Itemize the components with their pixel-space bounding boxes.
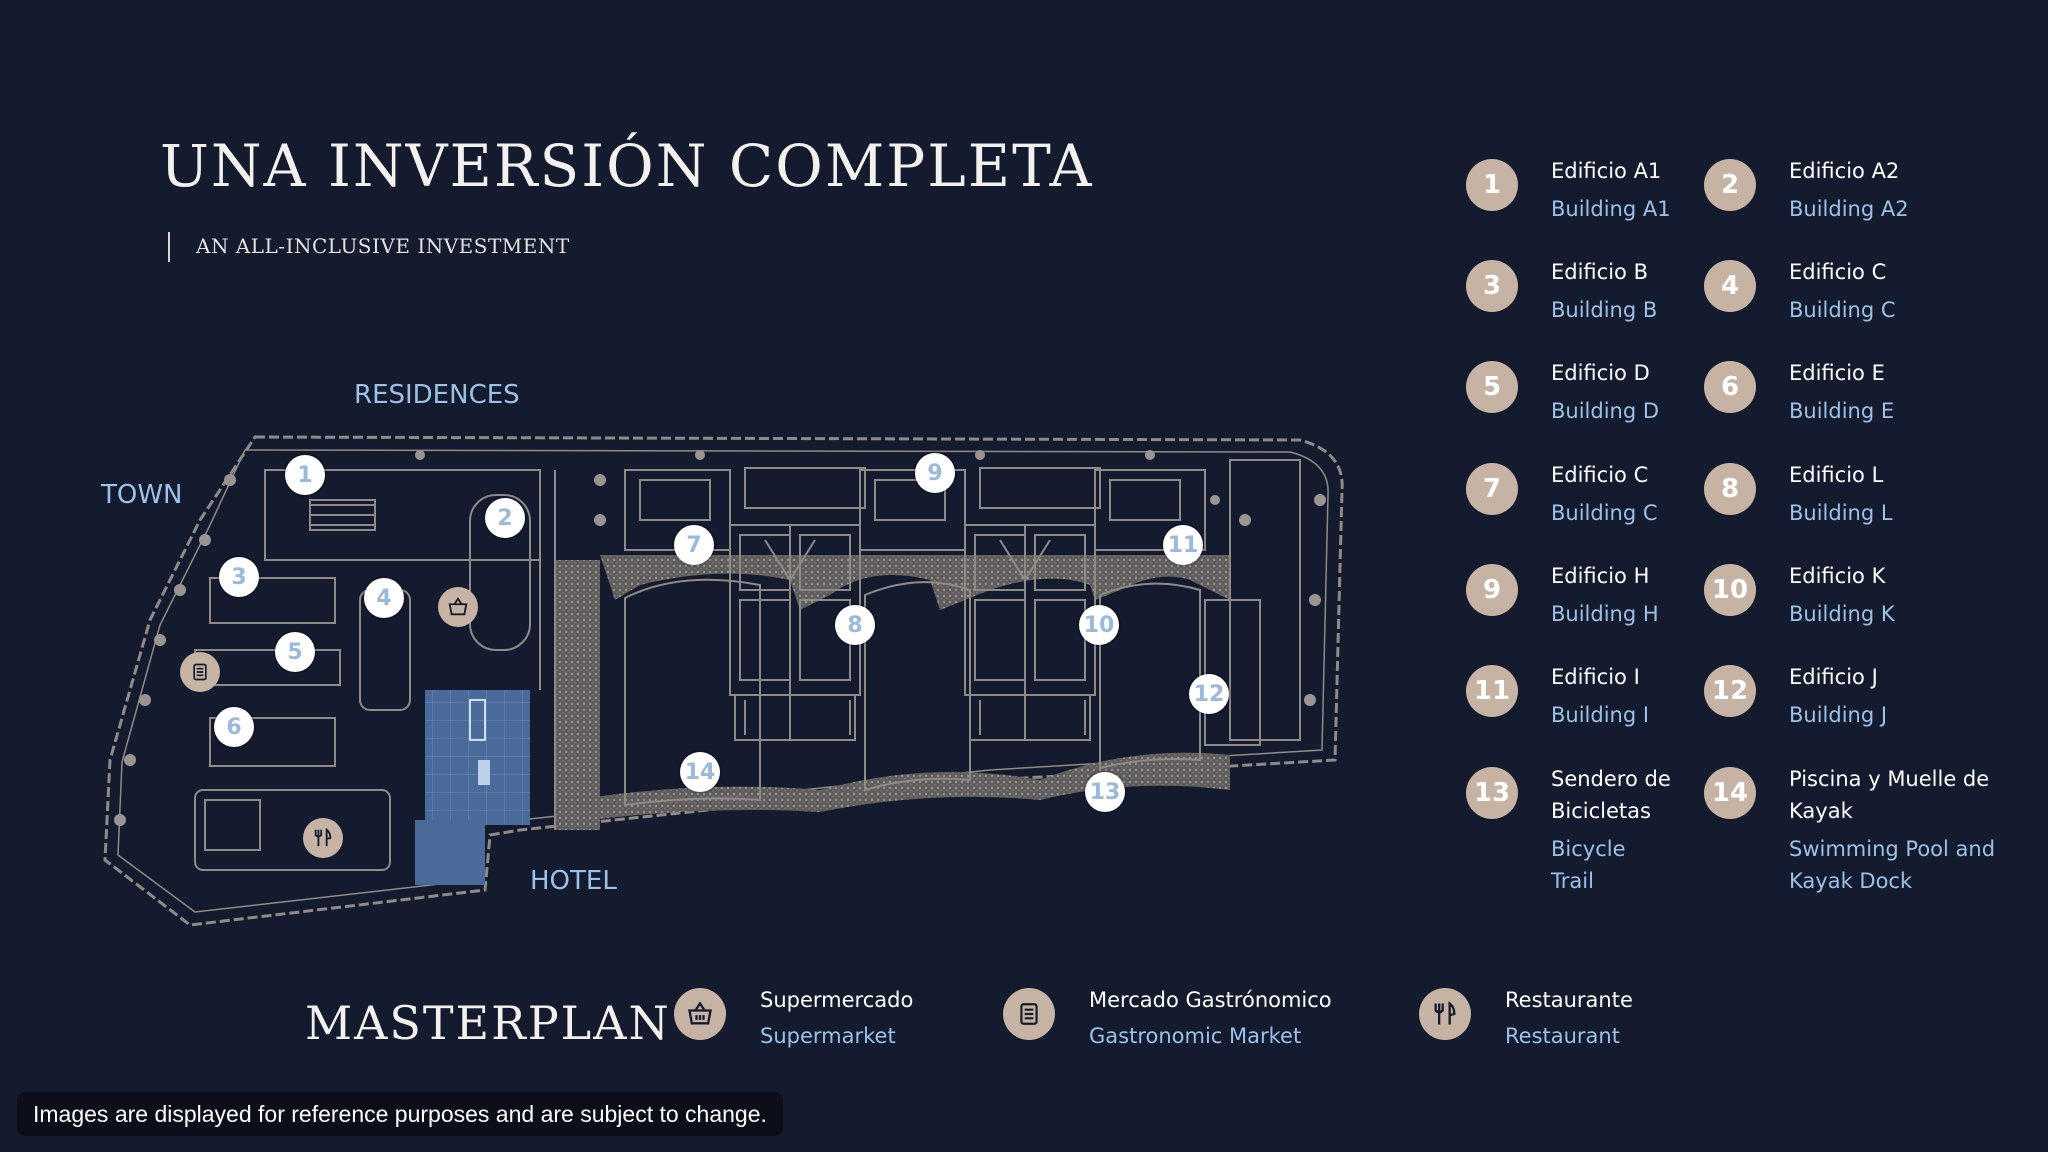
page-subtitle: AN ALL-INCLUSIVE INVESTMENT <box>196 234 570 258</box>
map-pin-4[interactable]: 4 <box>364 578 404 618</box>
map-pin-13[interactable]: 13 <box>1085 772 1125 812</box>
site-boundary <box>103 435 1344 927</box>
legend-number: 13 <box>1466 767 1518 819</box>
legend-number: 9 <box>1466 564 1518 616</box>
amenity-icon-badge <box>1003 988 1055 1040</box>
legend-label-en: Bicycle Trail <box>1551 837 1626 893</box>
legend-number: 5 <box>1466 361 1518 413</box>
map-pin-11[interactable]: 11 <box>1163 525 1203 565</box>
zone-label-hotel: HOTEL <box>530 866 617 896</box>
map-pin-12[interactable]: 12 <box>1189 674 1229 714</box>
basket-icon <box>688 1001 712 1025</box>
map-pin-3[interactable]: 3 <box>219 557 259 597</box>
legend-label-es: Edificio J <box>1789 665 1878 689</box>
legend-number: 7 <box>1466 463 1518 515</box>
legend-label-es: Edificio A1 <box>1551 159 1662 183</box>
legend-number: 12 <box>1704 665 1756 717</box>
legend-label-en: Building J <box>1789 703 1888 727</box>
legend-label-en: Building A2 <box>1789 197 1909 221</box>
promenade <box>555 555 1230 830</box>
legend-number: 11 <box>1466 665 1518 717</box>
legend-label-es: Edificio H <box>1551 564 1650 588</box>
legend-label-es: Edificio E <box>1789 361 1885 385</box>
zone-label-town: TOWN <box>101 480 183 510</box>
legend-label-es: Edificio C <box>1551 463 1649 487</box>
legend-label-en: Building E <box>1789 399 1895 423</box>
legend-number: 14 <box>1704 767 1756 819</box>
map-restaurant-pin[interactable] <box>303 818 343 858</box>
menu-board-icon <box>193 663 207 681</box>
fork-knife-icon <box>1434 1001 1456 1025</box>
legend-label-en: Building B <box>1551 298 1658 322</box>
amenity-icon-badge <box>674 988 726 1040</box>
map-pin-7[interactable]: 7 <box>674 525 714 565</box>
map-pin-8[interactable]: 8 <box>835 605 875 645</box>
tree-canopy <box>114 450 1326 826</box>
hotel-building <box>415 690 530 885</box>
legend-label-en: Swimming Pool and Kayak Dock <box>1789 837 1996 893</box>
legend-number: 2 <box>1704 159 1756 211</box>
legend-label-en: Building A1 <box>1551 197 1671 221</box>
map-pin-2[interactable]: 2 <box>485 498 525 538</box>
map-pin-9[interactable]: 9 <box>915 453 955 493</box>
map-pin-6[interactable]: 6 <box>214 707 254 747</box>
legend-label-en: Building K <box>1789 602 1895 626</box>
legend-label-en: Building C <box>1789 298 1896 322</box>
map-gastronomic-market-pin[interactable] <box>180 652 220 692</box>
legend-label-es: Edificio C <box>1789 260 1887 284</box>
legend-label-es: Edificio B <box>1551 260 1648 284</box>
fork-knife-icon <box>314 827 332 847</box>
legend-label-es: Edificio A2 <box>1789 159 1900 183</box>
legend-label-en: Building I <box>1551 703 1650 727</box>
page-title: UNA INVERSIÓN COMPLETA <box>160 132 1094 200</box>
legend-label-es: Edificio D <box>1551 361 1650 385</box>
map-supermarket-pin[interactable] <box>438 587 478 627</box>
legend-number: 6 <box>1704 361 1756 413</box>
legend-number: 3 <box>1466 260 1518 312</box>
legend-number: 4 <box>1704 260 1756 312</box>
disclaimer-footnote: Images are displayed for reference purpo… <box>17 1092 783 1136</box>
legend-label-en: Building D <box>1551 399 1660 423</box>
legend-label-es: Edificio L <box>1789 463 1884 487</box>
amenity-label-en: Restaurant <box>1505 1024 1620 1048</box>
basket-icon <box>448 597 468 616</box>
amenity-label-es: Supermercado <box>760 988 914 1012</box>
legend-number: 10 <box>1704 564 1756 616</box>
subtitle-divider <box>168 232 170 262</box>
building-l-outline <box>729 524 861 741</box>
map-pin-10[interactable]: 10 <box>1079 605 1119 645</box>
amenity-label-en: Gastronomic Market <box>1089 1024 1302 1048</box>
amenity-icon-badge <box>1419 988 1471 1040</box>
legend-number: 1 <box>1466 159 1518 211</box>
masterplan-title: MASTERPLAN <box>305 996 671 1050</box>
map-pin-5[interactable]: 5 <box>275 632 315 672</box>
map-pin-14[interactable]: 14 <box>680 752 720 792</box>
legend-number: 8 <box>1704 463 1756 515</box>
map-pin-1[interactable]: 1 <box>285 455 325 495</box>
legend-label-es: Edificio I <box>1551 665 1640 689</box>
legend-label-es: Sendero de Bicicletas <box>1551 767 1671 823</box>
legend-label-en: Building L <box>1789 501 1893 525</box>
zone-label-residences: RESIDENCES <box>354 380 520 410</box>
legend-label-es: Piscina y Muelle de Kayak <box>1789 767 1990 823</box>
legend-label-en: Building H <box>1551 602 1659 626</box>
menu-board-icon <box>1020 1003 1038 1025</box>
amenity-label-es: Restaurante <box>1505 988 1633 1012</box>
legend-label-en: Building C <box>1551 501 1658 525</box>
legend-label-es: Edificio K <box>1789 564 1886 588</box>
amenity-label-es: Mercado Gastrónomico <box>1089 988 1332 1012</box>
amenity-label-en: Supermarket <box>760 1024 896 1048</box>
